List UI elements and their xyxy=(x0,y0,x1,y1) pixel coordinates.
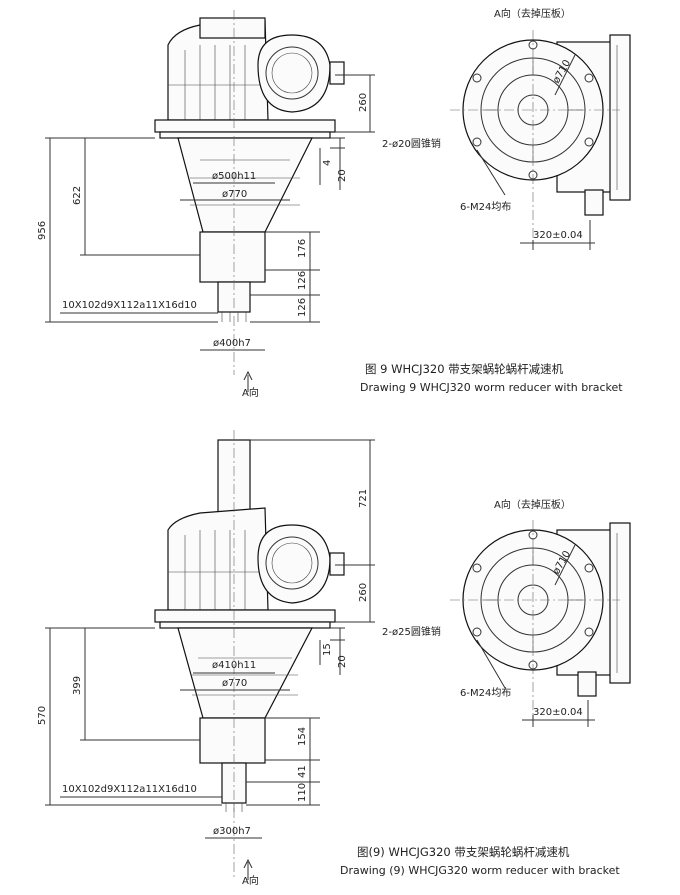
reducer-housing-1 xyxy=(154,17,345,139)
dim-bolts-2: 6-M24均布 xyxy=(460,687,511,699)
caption-en-1: Drawing 9 WHCJ320 worm reducer with brac… xyxy=(360,381,623,394)
a-view-1: A向（去掉压板） ø710 6-M24均布 320±0.04 xyxy=(450,7,631,250)
figure-1: 260 2-ø20圆锥销 4 20 622 956 ø500h11 ø770 1… xyxy=(37,7,631,399)
bracket-cone-1 xyxy=(177,137,313,233)
dim-d770: ø770 xyxy=(222,189,247,200)
dim-d300: ø300h7 xyxy=(213,826,251,837)
view-arrow-label-2: A向 xyxy=(242,874,259,887)
dim-41: 41 xyxy=(297,765,308,778)
dim-110: 110 xyxy=(297,783,308,802)
view-label-2: A向（去掉压板） xyxy=(494,498,571,511)
caption-cn-1: 图 9 WHCJ320 带支架蜗轮蜗杆减速机 xyxy=(365,362,564,376)
dim-126b: 126 xyxy=(297,298,308,317)
dim-154: 154 xyxy=(297,727,308,746)
mounting-flange-2 xyxy=(154,609,336,623)
figure-2: 721 260 2-ø25圆锥销 15 20 399 570 ø410h11 ø… xyxy=(37,430,631,887)
dim-176: 176 xyxy=(297,239,308,258)
dim-pin-2: 2-ø25圆锥销 xyxy=(382,625,441,638)
view-label-1: A向（去掉压板） xyxy=(494,7,571,20)
dim-721: 721 xyxy=(358,489,369,508)
dim-pin: 2-ø20圆锥销 xyxy=(382,137,441,150)
dim-20-2: 20 xyxy=(337,655,348,668)
view-arrow-label: A向 xyxy=(242,386,259,399)
dim-126a: 126 xyxy=(297,271,308,290)
dim-bolts: 6-M24均布 xyxy=(460,201,511,213)
dim-20: 20 xyxy=(337,169,348,182)
lower-flange-2 xyxy=(199,717,266,764)
a-view-2: A向（去掉压板） ø710 6-M24均布 320±0.04 xyxy=(450,498,631,727)
lower-flange-1 xyxy=(199,231,266,283)
dim-260: 260 xyxy=(358,93,369,112)
dim-956: 956 xyxy=(37,221,48,240)
caption-en-2: Drawing (9) WHCJG320 worm reducer with b… xyxy=(340,864,620,877)
dim-d770-2: ø770 xyxy=(222,678,247,689)
dim-320: 320±0.04 xyxy=(533,230,583,241)
dim-4: 4 xyxy=(322,160,333,166)
dim-d410: ø410h11 xyxy=(212,660,256,671)
mounting-flange-1 xyxy=(154,119,336,133)
reducer-housing-2 xyxy=(154,507,345,629)
dim-spline: 10X102d9X112a11X16d10 xyxy=(62,300,197,311)
dim-spline-2: 10X102d9X112a11X16d10 xyxy=(62,784,197,795)
dim-399: 399 xyxy=(72,676,83,695)
dim-622: 622 xyxy=(72,186,83,205)
dim-320-2: 320±0.04 xyxy=(533,707,583,718)
dim-d400: ø400h7 xyxy=(213,338,251,349)
dim-d500: ø500h11 xyxy=(212,171,256,182)
caption-cn-2: 图(9) WHCJG320 带支架蜗轮蜗杆减速机 xyxy=(357,845,570,859)
dim-260-2: 260 xyxy=(358,583,369,602)
dim-570: 570 xyxy=(37,706,48,725)
dim-15: 15 xyxy=(322,643,333,656)
